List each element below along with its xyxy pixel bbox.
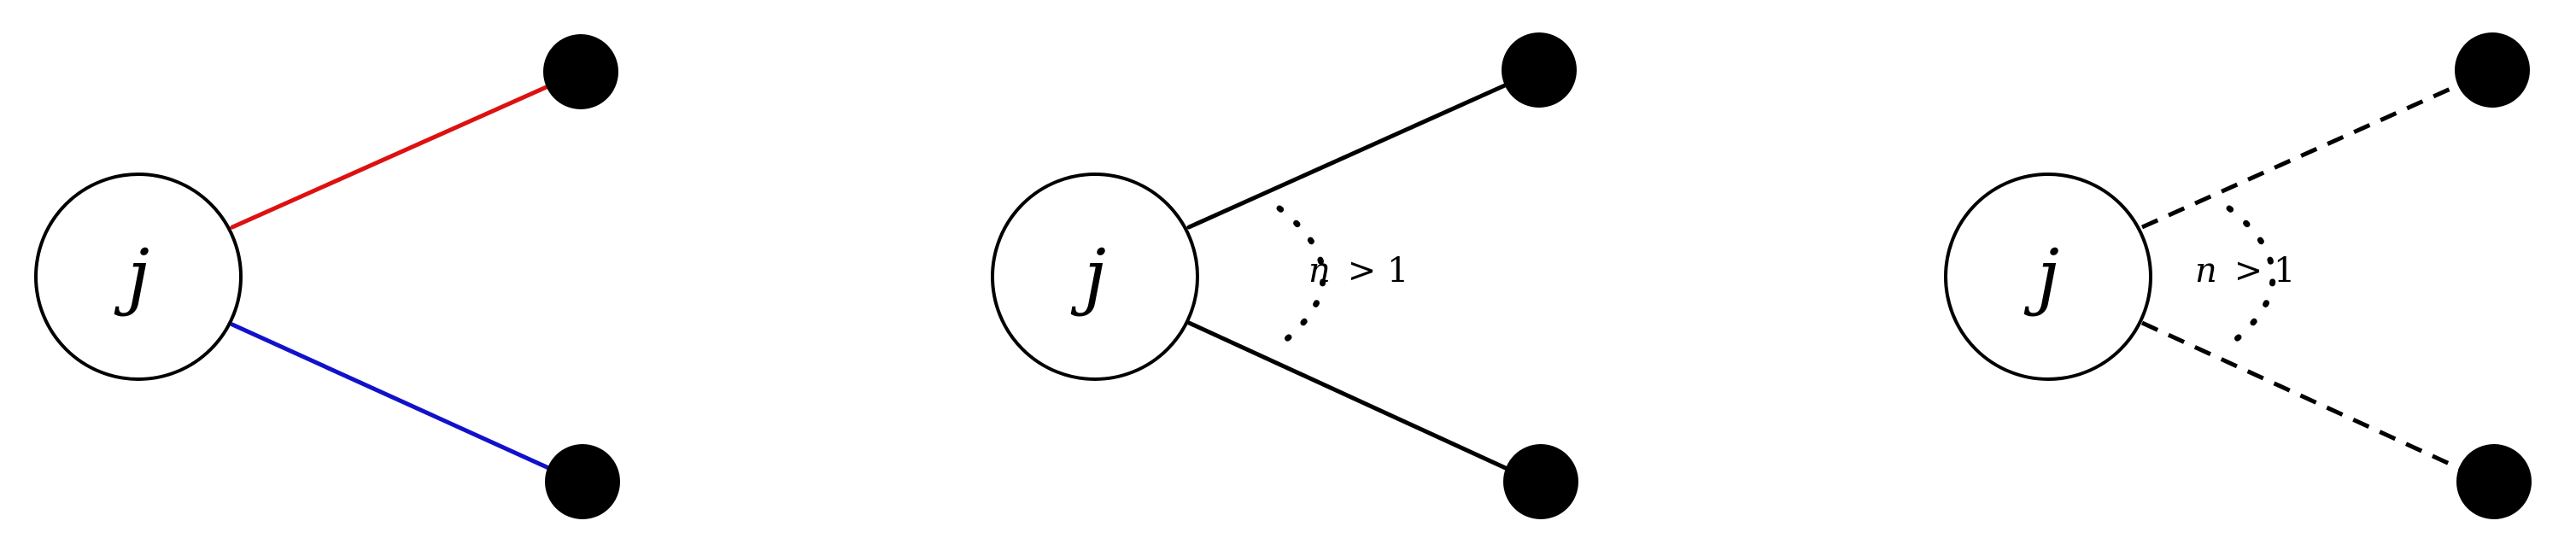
edge-upper [230, 69, 583, 230]
condition-label: n > 1 [1308, 251, 1408, 290]
condition-relation: > 1 [2234, 251, 2296, 290]
node-circle [991, 173, 1199, 381]
diagram-panel-3: j n > 1 [1944, 32, 2532, 519]
edge-lower [1186, 320, 1542, 486]
leaf-node-upper [543, 34, 618, 109]
edge-upper [2140, 67, 2494, 230]
angle-arc [2226, 205, 2276, 348]
node-circle [34, 173, 243, 381]
edge-upper [1186, 67, 1542, 230]
edge-lower [2140, 320, 2494, 486]
diagram-panel-2: j n > 1 [991, 32, 1578, 519]
leaf-node-lower [1503, 444, 1578, 519]
angle-arc [1276, 205, 1326, 348]
node-circle [1944, 173, 2152, 381]
leaf-node-upper [1502, 32, 1577, 108]
diagram-panel-1: j [34, 34, 620, 519]
condition-relation: > 1 [1348, 251, 1409, 290]
condition-variable: n [1308, 251, 1331, 290]
leaf-node-lower [2456, 444, 2532, 519]
condition-label: n > 1 [2195, 251, 2295, 290]
leaf-node-upper [2455, 32, 2530, 108]
leaf-node-lower [545, 444, 620, 519]
edge-lower [230, 322, 585, 486]
condition-variable: n [2195, 251, 2217, 290]
